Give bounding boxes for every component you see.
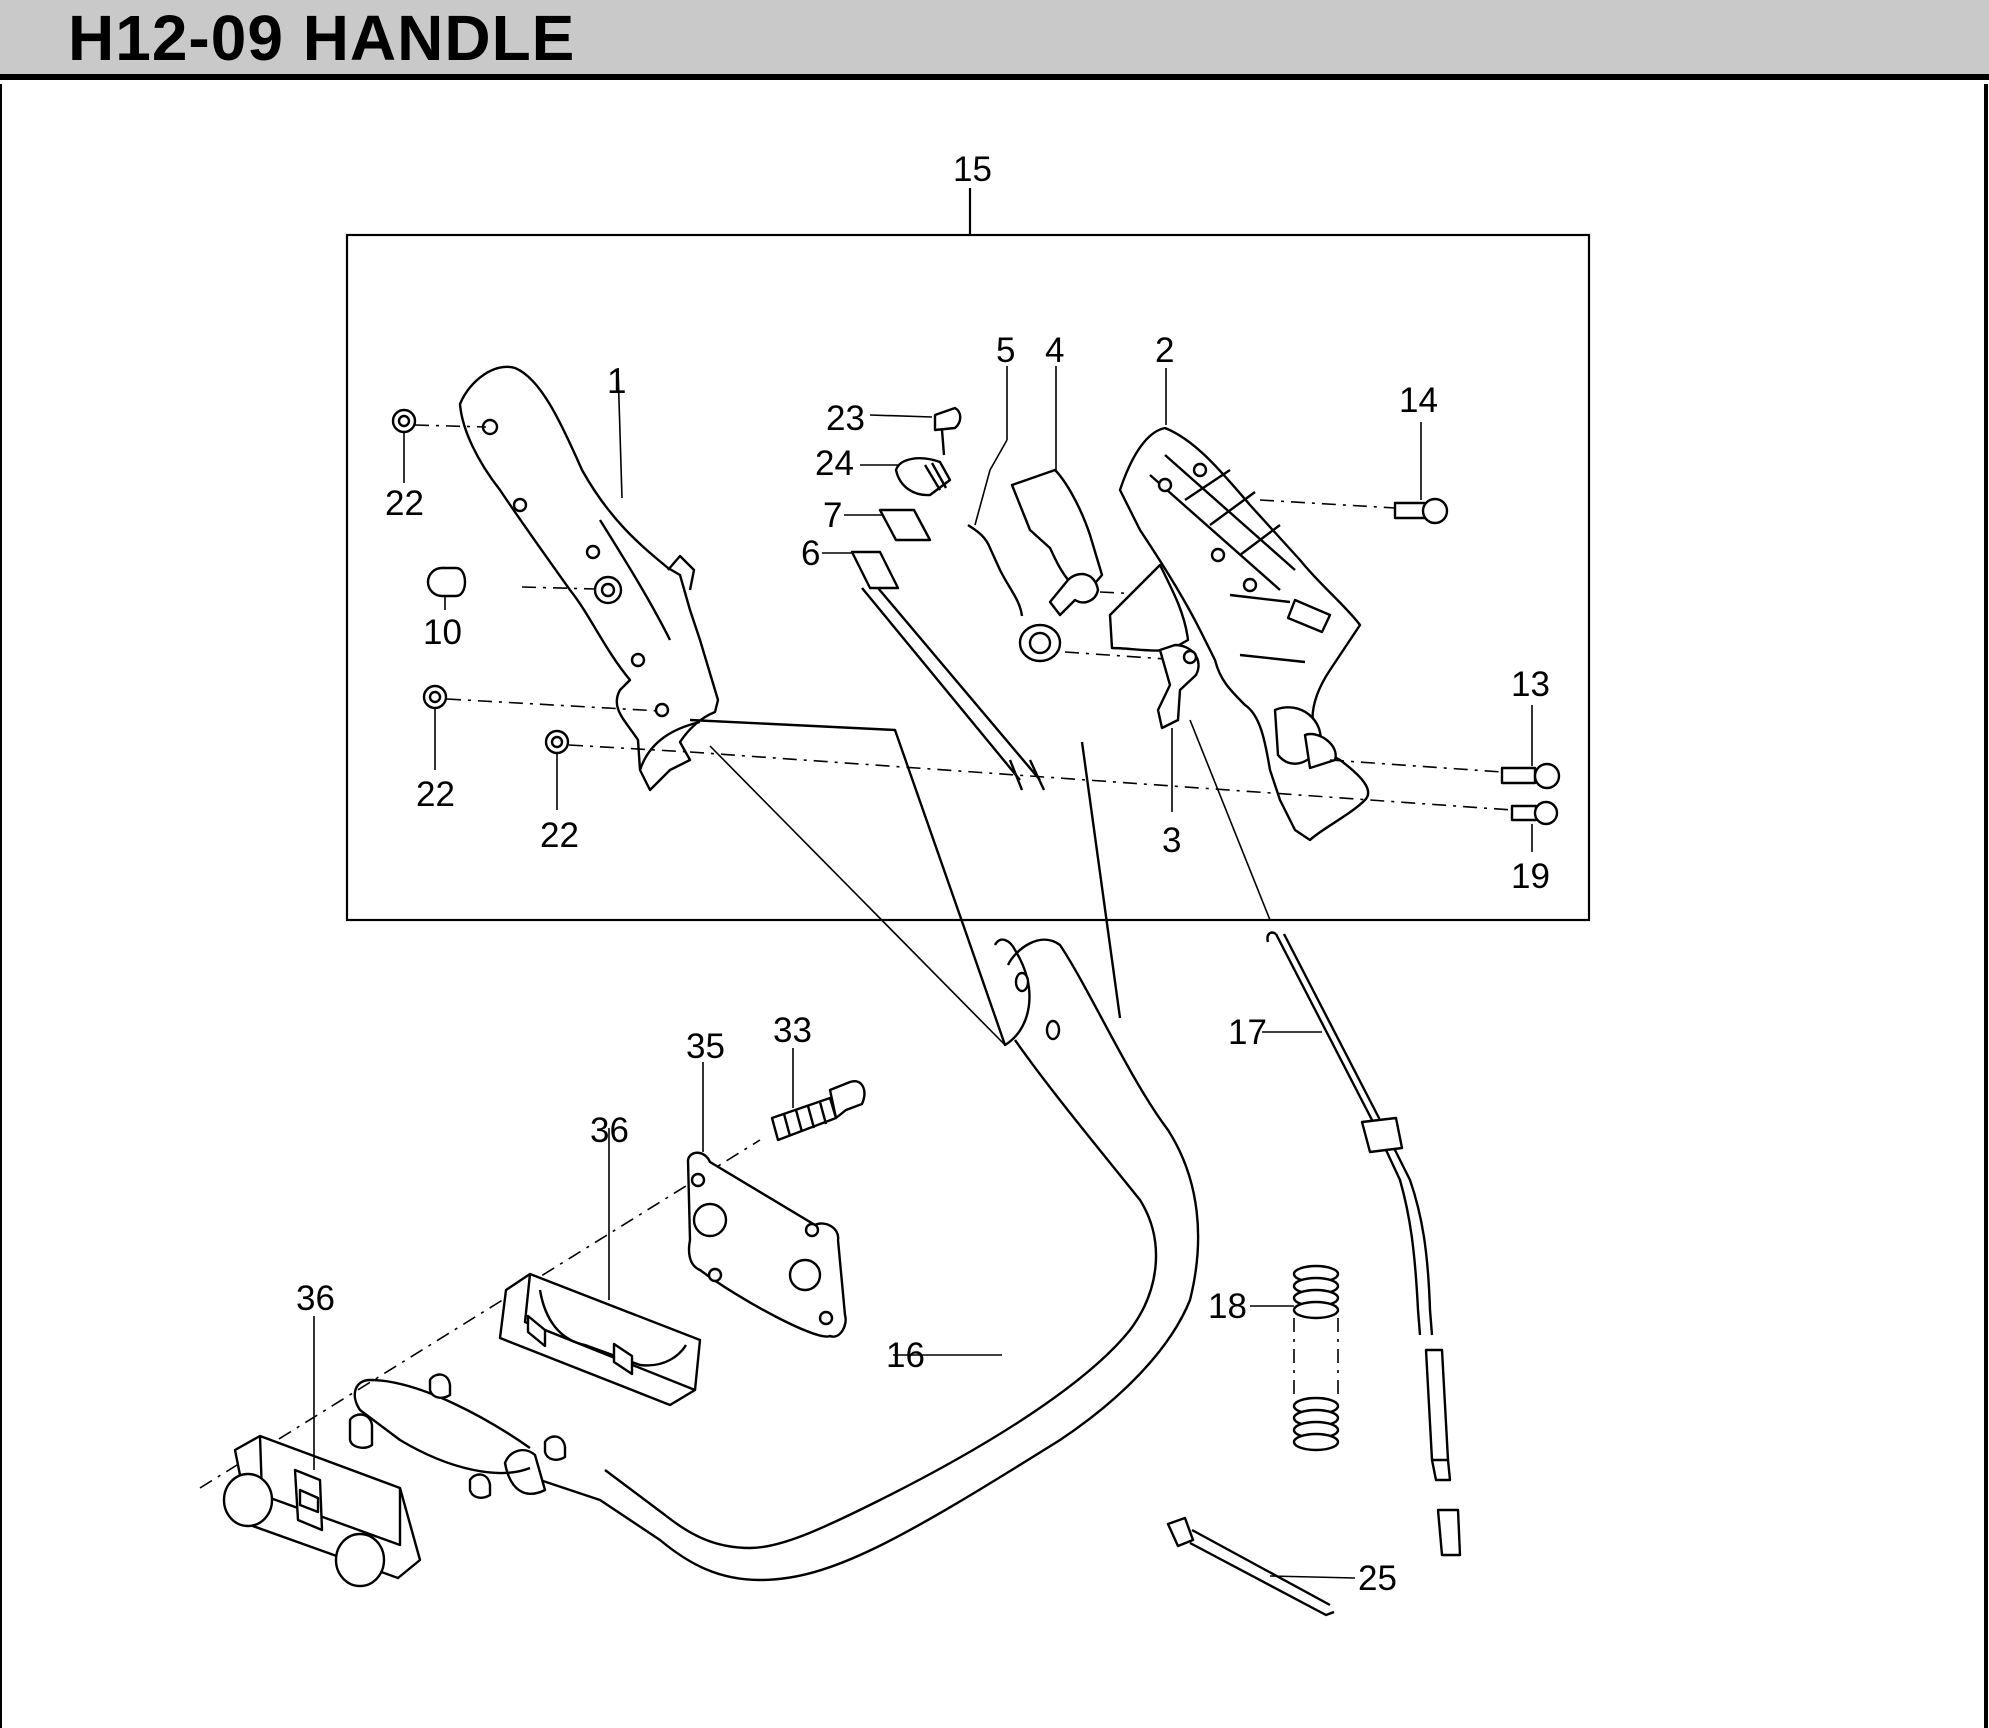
part-36-clamp-lower bbox=[222, 1434, 422, 1588]
callout-33: 33 bbox=[773, 1011, 812, 1050]
part-25-cable-tie bbox=[1166, 1516, 1335, 1617]
callout-23: 23 bbox=[826, 399, 865, 438]
part-2-handle-housing bbox=[1118, 426, 1370, 842]
callout-13: 13 bbox=[1511, 665, 1550, 704]
axis-10 bbox=[521, 586, 596, 590]
tube-guide-2 bbox=[1081, 741, 1121, 1019]
part-4-trigger bbox=[1010, 468, 1104, 617]
callout-6: 6 bbox=[801, 534, 820, 573]
part-6-switch-wire bbox=[850, 550, 1046, 791]
leader-25 bbox=[1269, 1575, 1356, 1579]
callout-4: 4 bbox=[1045, 331, 1064, 370]
axis-22a bbox=[414, 424, 487, 428]
part-33-bolt bbox=[770, 1080, 866, 1142]
part-5-spring-lever bbox=[967, 524, 1062, 663]
callout-3: 3 bbox=[1162, 821, 1181, 860]
part-7-plate bbox=[878, 508, 932, 542]
part-10-collar bbox=[426, 566, 467, 598]
part-22-nut-c bbox=[544, 729, 570, 755]
assembly-15-box bbox=[345, 233, 1591, 922]
part-35-mount-plate bbox=[686, 1151, 847, 1338]
leader-5b bbox=[974, 439, 1008, 526]
callout-14: 14 bbox=[1399, 381, 1438, 420]
callout-16: 16 bbox=[886, 1336, 925, 1375]
axis-13 bbox=[1329, 759, 1503, 773]
part-18-spring-set bbox=[1292, 1264, 1340, 1452]
part-19-screw bbox=[1510, 800, 1559, 826]
callout-18: 18 bbox=[1208, 1287, 1247, 1326]
page-title: H12-09 HANDLE bbox=[68, 2, 576, 74]
callout-22-b: 22 bbox=[416, 775, 455, 814]
axis-5 bbox=[1064, 651, 1181, 661]
callout-24: 24 bbox=[815, 444, 854, 483]
callout-22-a: 22 bbox=[385, 484, 424, 523]
cable-guide bbox=[1189, 719, 1271, 921]
callout-22-c: 22 bbox=[540, 816, 579, 855]
part-1-handle-cover bbox=[458, 365, 720, 792]
leader-23 bbox=[869, 414, 933, 418]
part-13-screw bbox=[1500, 762, 1561, 790]
callout-36-b: 36 bbox=[296, 1279, 335, 1318]
part-23-screw bbox=[933, 406, 962, 456]
part-22-nut-a bbox=[391, 408, 417, 434]
axis-22c bbox=[568, 744, 691, 753]
axis-33 bbox=[199, 1139, 761, 1489]
callout-7: 7 bbox=[823, 496, 842, 535]
part-22-nut-b bbox=[422, 684, 448, 710]
part-24-knob bbox=[894, 457, 952, 497]
axis-19 bbox=[689, 751, 1513, 811]
part-16-handle-bar bbox=[348, 718, 1200, 1582]
callout-10: 10 bbox=[423, 613, 462, 652]
callout-19: 19 bbox=[1511, 857, 1550, 896]
leader-1 bbox=[617, 367, 623, 499]
header-bar: H12-09 HANDLE bbox=[0, 0, 1989, 80]
tube-guide-1 bbox=[709, 745, 1006, 1046]
part-17-throttle-cable bbox=[1266, 931, 1462, 1557]
callout-15: 15 bbox=[953, 150, 992, 189]
callout-1: 1 bbox=[607, 362, 626, 401]
part-3-throttle-lever bbox=[1108, 563, 1200, 730]
callout-36-a: 36 bbox=[590, 1111, 629, 1150]
part-36-clamp-upper bbox=[498, 1272, 702, 1407]
callout-25: 25 bbox=[1358, 1559, 1397, 1598]
callout-17: 17 bbox=[1228, 1013, 1267, 1052]
axis-14 bbox=[1259, 499, 1396, 509]
callout-35: 35 bbox=[686, 1027, 725, 1066]
axis-22b bbox=[446, 698, 661, 712]
part-14-screw bbox=[1393, 497, 1449, 525]
callout-2: 2 bbox=[1155, 331, 1174, 370]
callout-5: 5 bbox=[996, 331, 1015, 370]
